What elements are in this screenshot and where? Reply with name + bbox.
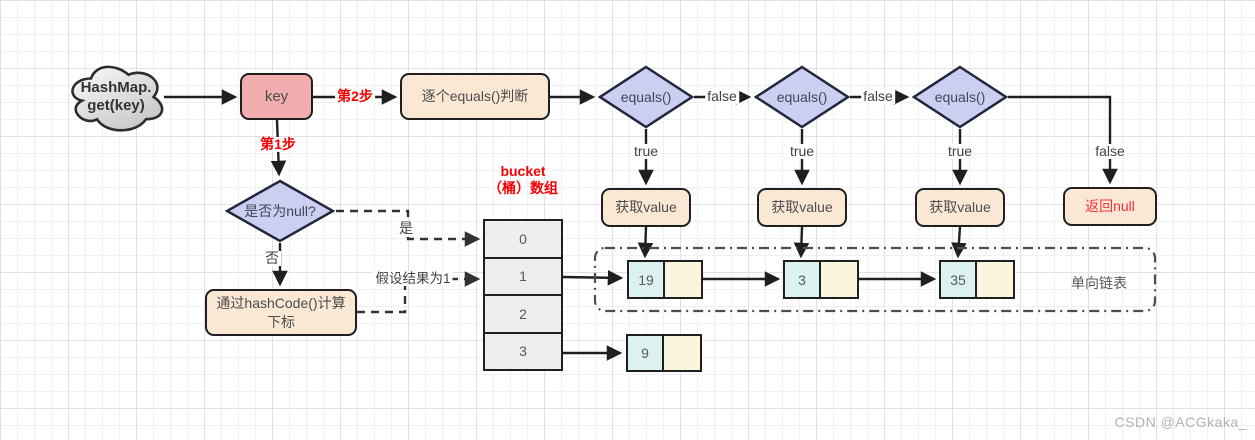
false-label-1: false (705, 88, 739, 104)
cloud-line2: get(key) (87, 97, 145, 114)
bucket-array: 0 1 2 3 (483, 219, 563, 371)
node-pointer (821, 262, 857, 297)
connector-value1-to-node19 (637, 226, 654, 259)
cloud-icon (71, 65, 164, 132)
node-pointer (665, 262, 701, 297)
bucket-title: bucket （桶）数组 (488, 163, 558, 197)
linked-list-label: 单向链表 (1071, 275, 1127, 291)
list-node-3: 3 (783, 260, 859, 299)
equals-judge-box: 逐个equals()判断 (400, 73, 550, 120)
step1-label: 第1步 (258, 136, 298, 152)
bucket-cell-3: 3 (485, 331, 561, 370)
equals-diamond-2-label: equals() (776, 89, 828, 105)
step2-label: 第2步 (335, 88, 375, 104)
diamond-shape (597, 65, 695, 129)
assume-result-label: 假设结果为1 (373, 271, 453, 286)
equals-diamond-1-label: equals() (620, 89, 672, 105)
bucket-title-line1: bucket (500, 163, 546, 179)
node-value: 3 (785, 262, 821, 297)
hashcode-box: 通过hashCode()计算下标 (205, 289, 357, 336)
false-label-3: false (1093, 143, 1127, 159)
true-label-3: true (945, 143, 975, 159)
watermark: CSDN @ACGkaka_ (1114, 414, 1247, 430)
cloud-line1: HashMap. (80, 79, 152, 96)
equals-diamond-3: equals() (911, 65, 1009, 129)
equals-diamond-2: equals() (753, 65, 851, 129)
node-value: 9 (628, 336, 664, 370)
no-label: 否 (263, 250, 281, 266)
bucket-title-line2: （桶）数组 (488, 180, 558, 196)
list-node-9: 9 (626, 334, 702, 372)
connector-equals3-to-return-null (1008, 95, 1118, 185)
null-check-diamond-label: 是否为null? (244, 203, 316, 219)
node-value: 35 (941, 262, 977, 297)
connector-value3-to-node35 (951, 226, 967, 259)
null-check-diamond: 是否为null? (224, 179, 336, 243)
diamond-shape (753, 65, 851, 129)
get-value-box-1: 获取value (601, 188, 691, 227)
true-label-2: true (787, 143, 817, 159)
get-value-box-2: 获取value (757, 188, 847, 227)
return-null-box: 返回null (1063, 187, 1157, 226)
key-box: key (240, 73, 313, 120)
connector-value2-to-node3 (793, 226, 810, 259)
list-node-19: 19 (627, 260, 703, 299)
start-cloud-label: HashMap. get(key) (64, 58, 168, 136)
true-label-1: true (631, 143, 661, 159)
bucket-cell-2: 2 (485, 294, 561, 332)
get-value-box-3: 获取value (915, 188, 1005, 227)
connector-bucket1-to-node19 (562, 269, 624, 286)
node-value: 19 (629, 262, 665, 297)
bucket-cell-1: 1 (485, 256, 561, 295)
diamond-shape (224, 179, 336, 243)
equals-diamond-3-label: equals() (934, 89, 986, 105)
equals-diamond-1: equals() (597, 65, 695, 129)
start-cloud-shape: HashMap. get(key) (64, 58, 168, 136)
node-pointer (664, 336, 700, 370)
diamond-shape (911, 65, 1009, 129)
yes-label: 是 (397, 220, 415, 236)
list-node-35: 35 (939, 260, 1015, 299)
false-label-2: false (861, 88, 895, 104)
node-pointer (977, 262, 1013, 297)
linked-list-container (593, 246, 1157, 313)
bucket-cell-0: 0 (519, 230, 527, 247)
